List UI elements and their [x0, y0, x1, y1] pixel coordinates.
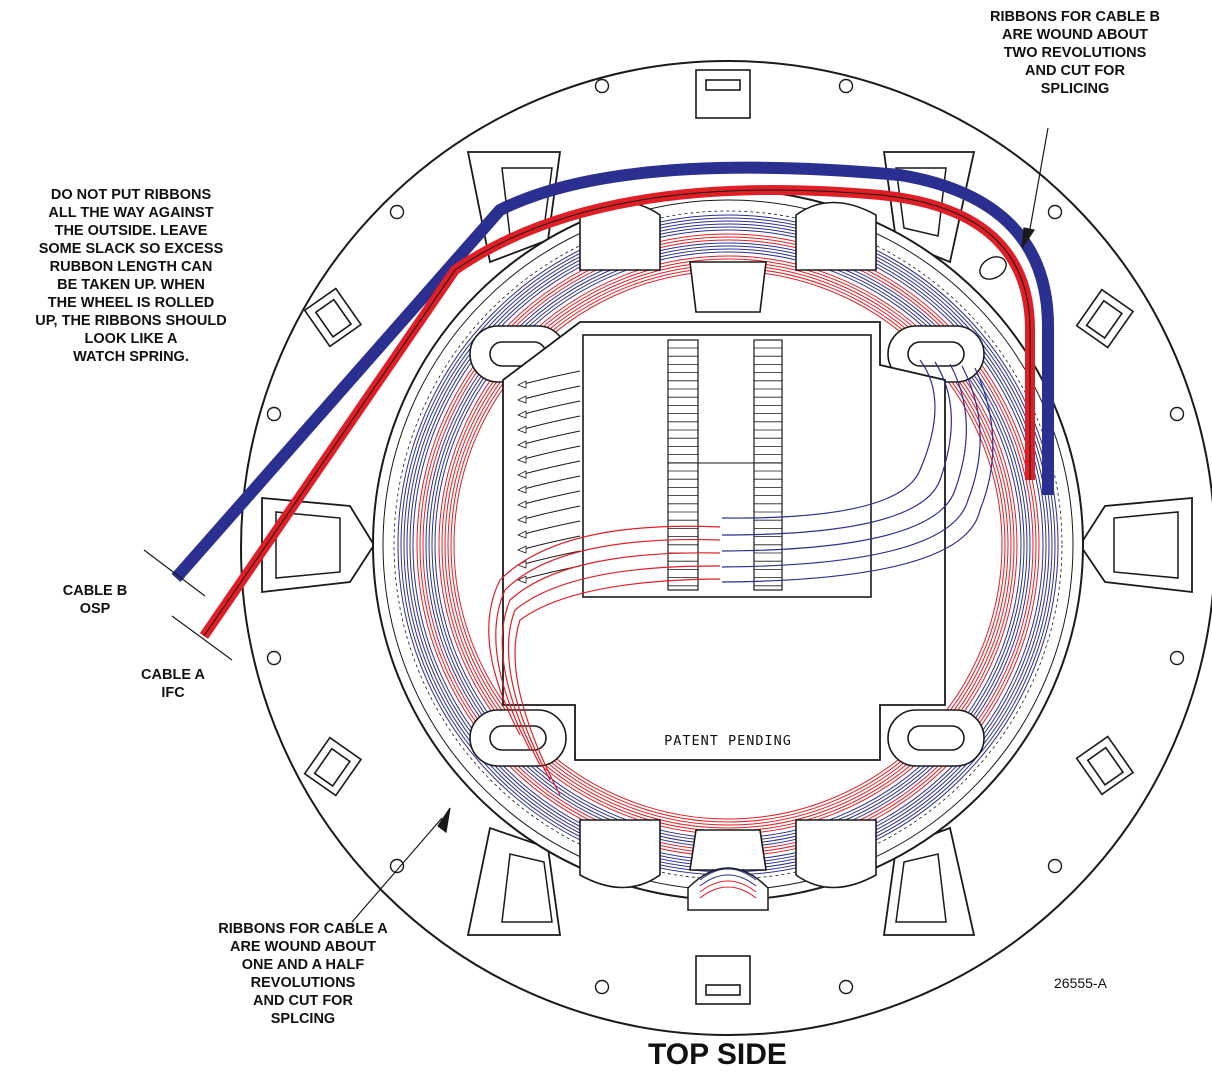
splice-fibers-cable-a [488, 525, 721, 796]
splice-fibers-cable-b [721, 359, 994, 583]
slack-note: DO NOT PUT RIBBONS ALL THE WAY AGAINST T… [35, 187, 227, 365]
cable-a-winding-note: RIBBONS FOR CABLE A ARE WOUND ABOUT ONE … [218, 921, 388, 1027]
splice-chip-slots [667, 339, 783, 591]
base-latches [303, 69, 1135, 1005]
cable-b-osp [171, 161, 1055, 582]
leader-lines [351, 127, 1049, 923]
splice-chip-holder [582, 334, 872, 598]
drawing-number: 26555-A [1054, 975, 1107, 991]
cable-b-label: CABLE B OSP [62, 583, 128, 617]
cable-grommet [979, 256, 1007, 280]
cable-b-winding-note: RIBBONS FOR CABLE B ARE WOUND ABOUT TWO … [990, 9, 1160, 97]
cable-a-label: CABLE A IFC [141, 667, 205, 701]
view-title: TOP SIDE [648, 1038, 787, 1071]
fiber-leads [517, 370, 581, 584]
cable-a-ifc [199, 185, 1035, 639]
bottom-center-tab [687, 867, 769, 911]
patent-pending-marking: PATENT PENDING [664, 733, 792, 749]
